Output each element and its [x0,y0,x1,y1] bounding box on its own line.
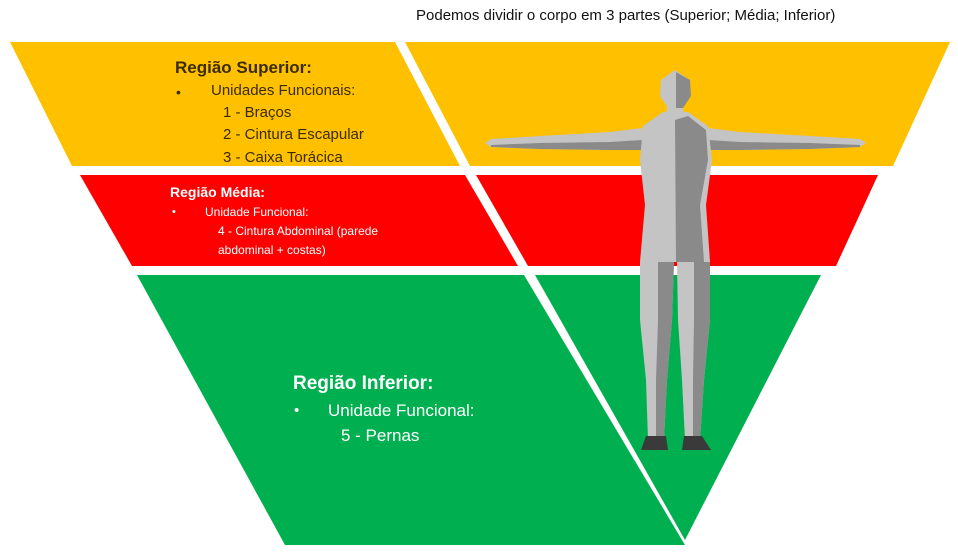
superior-item: 1 - Braços [223,104,292,121]
inferior-item: 5 - Pernas [341,426,420,445]
superior-left-band [10,42,460,166]
diagram-caption: Podemos dividir o corpo em 3 partes (Sup… [416,7,836,24]
superior-title: Região Superior: [175,58,312,77]
human-figure-icon [485,70,866,450]
inferior-bullet: • [294,402,300,419]
inferior-title: Região Inferior: [293,373,434,394]
media-item: 4 - Cintura Abdominal (parede [218,224,379,238]
media-bullet: • [172,206,176,218]
inferior-right-band [535,275,821,540]
media-label: Unidade Funcional: [205,205,309,219]
inferior-label: Unidade Funcional: [328,401,475,420]
media-title: Região Média: [170,184,265,200]
inferior-left-band [137,275,685,545]
media-item: abdominal + costas) [218,243,326,257]
superior-label: Unidades Funcionais: [211,82,356,99]
superior-bullet: • [176,84,181,100]
superior-item: 2 - Cintura Escapular [223,126,364,143]
superior-item: 3 - Caixa Torácica [223,149,343,166]
media-left-band [80,175,518,266]
